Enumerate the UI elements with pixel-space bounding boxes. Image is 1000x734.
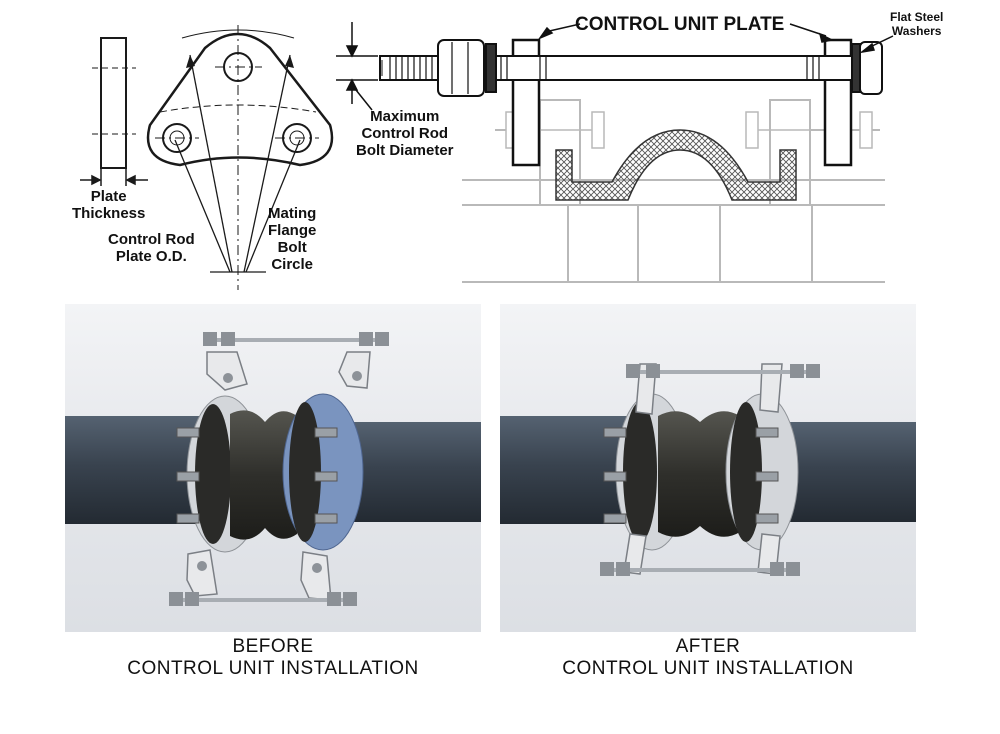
- outer-nut-right: [859, 41, 883, 95]
- control-unit-plate-label: CONTROL UNIT PLATE: [575, 14, 785, 35]
- outer-nut-left: [437, 39, 485, 97]
- plate-thickness-label: Plate Thickness: [72, 188, 146, 222]
- before-caption: BEFORE CONTROL UNIT INSTALLATION: [127, 636, 419, 679]
- after-caption: AFTER CONTROL UNIT INSTALLATION: [562, 636, 854, 679]
- mating-flange-bolt-circle-label: Mating Flange Bolt Circle: [268, 205, 317, 273]
- before-installation-image: [65, 304, 481, 632]
- rubber-arch: [555, 129, 797, 201]
- before-joint-render: [65, 332, 481, 606]
- max-bolt-diameter-label: Maximum Control Rod Bolt Diameter: [356, 108, 454, 159]
- after-joint-render: [500, 363, 916, 576]
- triangular-plate: [146, 32, 334, 167]
- after-installation-image: [500, 304, 916, 632]
- plate-side-view: [100, 37, 127, 169]
- flat-steel-washers-label: Flat Steel Washers: [890, 10, 944, 38]
- control-rod-plate-od-label: Control Rod Plate O.D.: [108, 231, 195, 265]
